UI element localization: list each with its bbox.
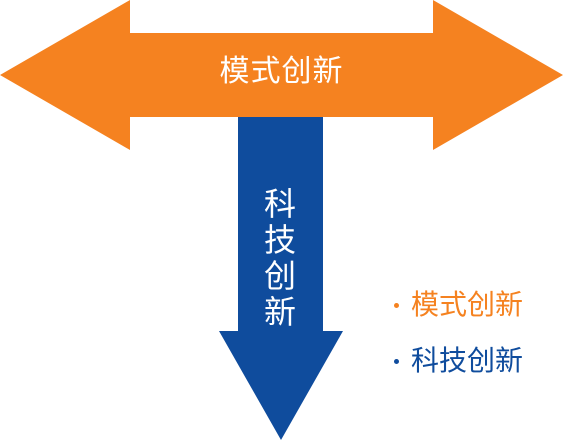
- vertical-arrow-label: 科技创新: [263, 185, 296, 331]
- legend-label-tech-innovation: 科技创新: [411, 344, 524, 377]
- legend-item-model-innovation: 模式创新: [394, 283, 559, 327]
- legend-label-model-innovation: 模式创新: [411, 288, 524, 321]
- legend: 模式创新 科技创新: [394, 283, 559, 395]
- legend-bullet-blue: [394, 358, 399, 364]
- horizontal-arrow-model-innovation: [0, 0, 563, 150]
- legend-bullet-orange: [394, 302, 399, 308]
- legend-item-tech-innovation: 科技创新: [394, 339, 559, 383]
- horizontal-arrow-label: 模式创新: [219, 54, 344, 89]
- vertical-arrow-tech-innovation: [219, 115, 343, 440]
